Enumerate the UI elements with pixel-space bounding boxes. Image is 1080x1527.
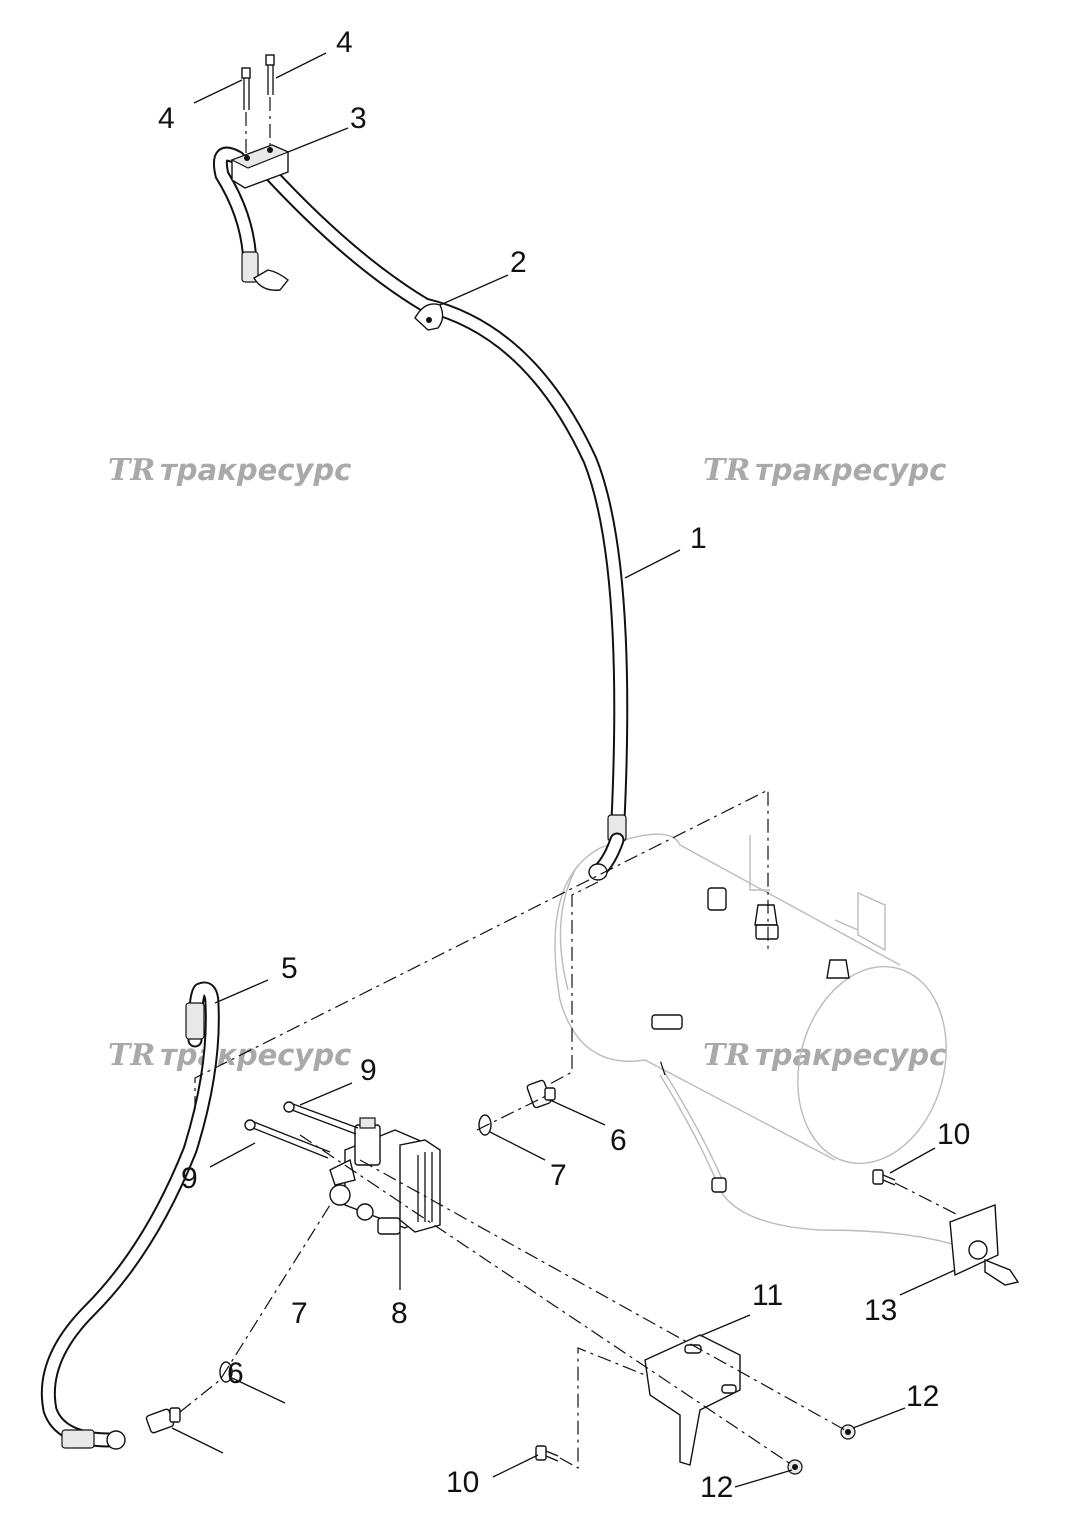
hose-5 [40, 981, 220, 1450]
watermark-logo: TR [703, 1038, 750, 1073]
callout-4-left: 4 [158, 102, 175, 135]
watermark-text: тракресурс [755, 1038, 946, 1072]
callout-7-upper: 7 [550, 1159, 567, 1192]
air-tank [554, 833, 947, 1165]
bolt-10-right [872, 1169, 896, 1186]
nut-12-bottom [787, 1459, 803, 1475]
callout-10-right: 10 [937, 1118, 970, 1151]
callout-2: 2 [510, 246, 527, 279]
valve-8 [329, 1117, 441, 1235]
callout-8: 8 [391, 1297, 408, 1330]
callout-9-lower: 9 [181, 1162, 198, 1195]
watermark-text: тракресурс [755, 453, 946, 487]
nut-12-right [840, 1424, 856, 1440]
watermark-top-left: TR тракресурс [108, 453, 351, 488]
callout-6-lower: 6 [227, 1357, 244, 1390]
callout-11: 11 [752, 1279, 783, 1312]
callout-13: 13 [864, 1294, 897, 1327]
callout-7-lower: 7 [291, 1297, 308, 1330]
clip-2 [414, 303, 444, 331]
hose-upper-left [212, 146, 289, 291]
leader-lines [171, 52, 956, 1488]
callout-10-bottom: 10 [446, 1466, 479, 1499]
watermark-logo: TR [108, 1038, 155, 1073]
drain-cable-13 [659, 1072, 1020, 1286]
watermark-logo: TR [108, 453, 155, 488]
callout-12-right: 12 [906, 1380, 939, 1413]
callout-9-upper: 9 [360, 1054, 377, 1087]
o-ring-7-upper [478, 1114, 492, 1136]
callout-12-bottom: 12 [700, 1471, 733, 1504]
bracket-11 [644, 1334, 741, 1466]
callout-3: 3 [350, 102, 367, 135]
watermark-top-right: TR тракресурс [703, 453, 946, 488]
callouts: 4 4 3 2 1 5 9 9 6 7 10 8 7 6 11 13 12 10… [158, 26, 970, 1504]
bolt-10-bottom [535, 1445, 559, 1462]
hose-1 [259, 162, 629, 881]
callout-1: 1 [690, 522, 707, 555]
callout-5: 5 [281, 952, 298, 985]
watermark-text: тракресурс [160, 453, 351, 487]
callout-4-right: 4 [336, 26, 353, 59]
clamp-block-3 [230, 144, 290, 189]
bolts-4 [241, 54, 275, 155]
bolts-9 [244, 1101, 359, 1159]
watermark-mid-left: TR тракресурс [108, 1038, 351, 1073]
assembly-lines [179, 789, 959, 1470]
callout-6-upper: 6 [610, 1124, 627, 1157]
o-ring-7-lower [219, 1361, 233, 1383]
connector-6-lower [145, 1407, 181, 1434]
watermark-mid-right: TR тракресурс [703, 1038, 946, 1073]
watermark-logo: TR [703, 453, 750, 488]
